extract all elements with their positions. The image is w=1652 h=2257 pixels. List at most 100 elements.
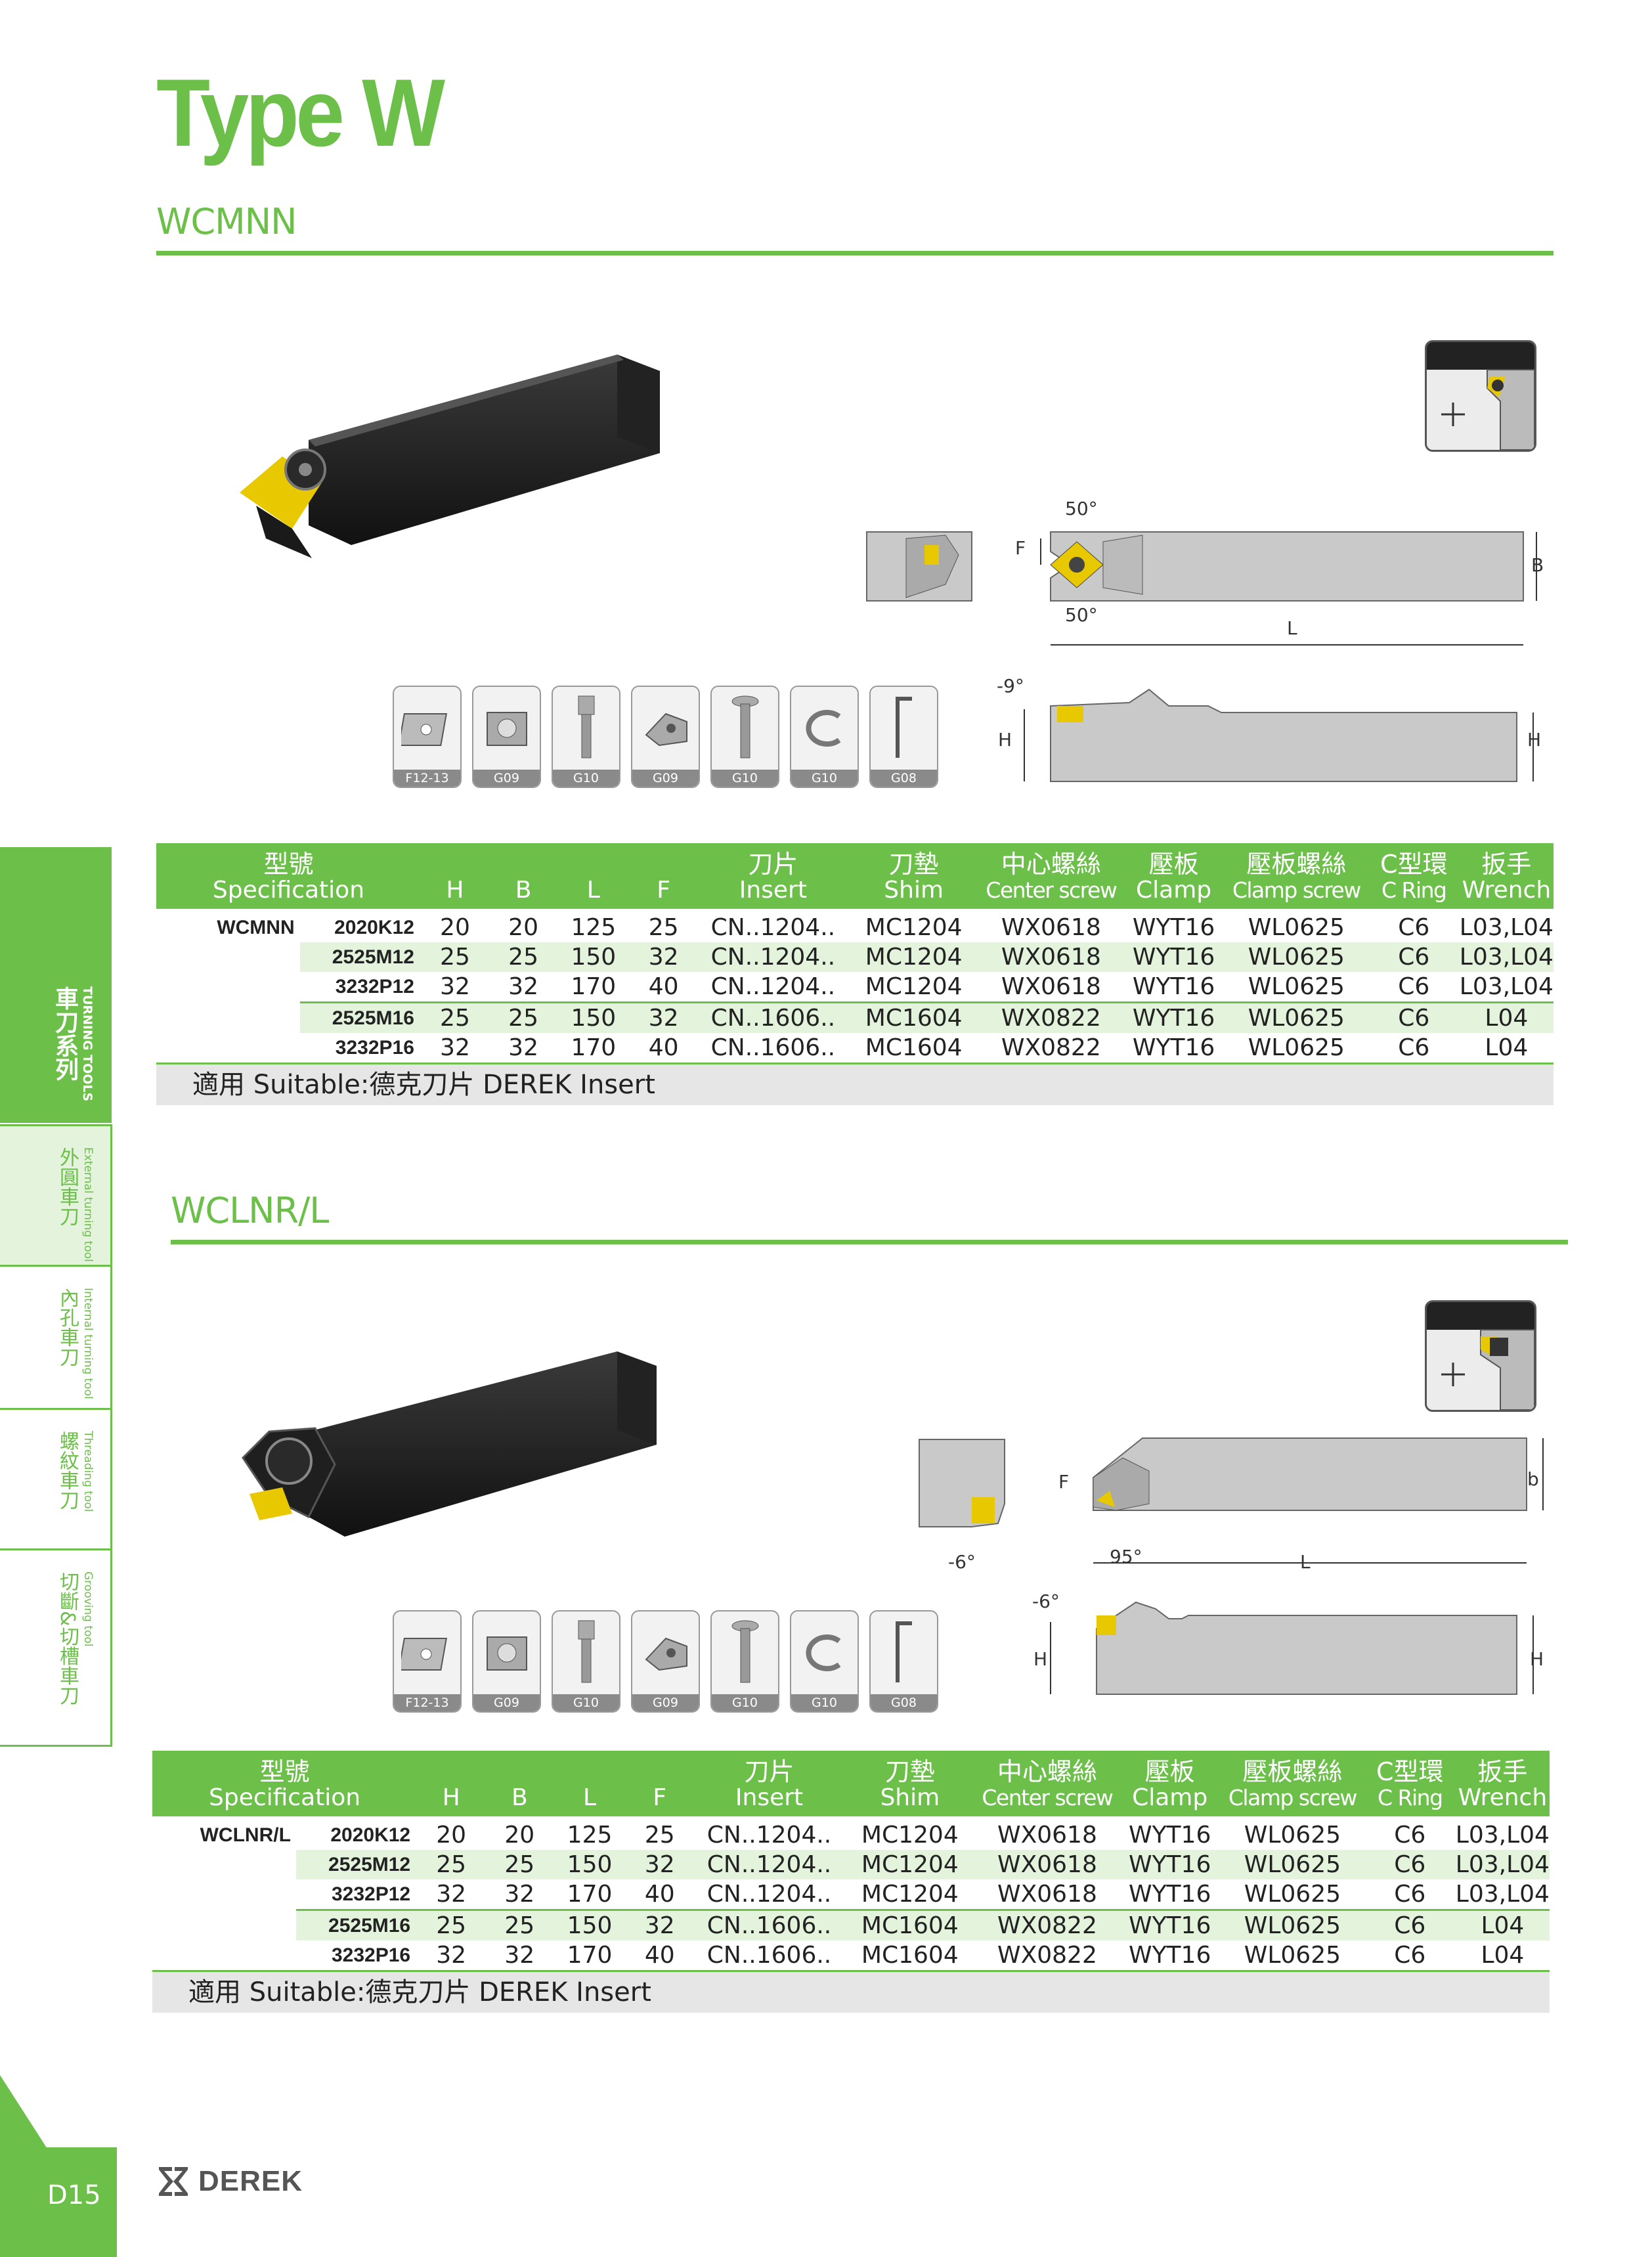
side-tab-external-turning[interactable]: 外圓車刀 External turning tool bbox=[0, 1124, 112, 1267]
footer-accent-block bbox=[0, 2147, 117, 2257]
shim-icon bbox=[486, 712, 527, 746]
part-code: G10 bbox=[712, 1694, 778, 1711]
part-clamp-screw: G10 bbox=[710, 1610, 779, 1713]
part-code: F12-13 bbox=[394, 770, 460, 787]
side-nav-main-zh: 車刀系列 bbox=[51, 986, 78, 1081]
page-title: Type W bbox=[156, 59, 445, 166]
part-center-screw: G10 bbox=[552, 686, 620, 788]
part-code: G08 bbox=[871, 1694, 937, 1711]
tool-orientation-icon bbox=[1427, 1302, 1534, 1410]
side-tab-label: 外圓車刀 bbox=[56, 1147, 79, 1226]
wrench-icon bbox=[895, 697, 912, 758]
side-tab-label: 內孔車刀 bbox=[56, 1288, 79, 1367]
part-code: G10 bbox=[712, 770, 778, 787]
drawing-top-wcmnn bbox=[866, 531, 1537, 646]
part-insert: F12-13 bbox=[393, 1610, 462, 1713]
shim-icon bbox=[486, 1636, 527, 1671]
section-title-wcmnn: WCMNN bbox=[156, 201, 297, 242]
dim-h-left: H bbox=[1033, 1648, 1048, 1670]
side-tab-sub-label: Grooving tool bbox=[81, 1571, 95, 1647]
col-b: B bbox=[489, 843, 558, 909]
part-c-ring: G10 bbox=[790, 1610, 859, 1713]
part-code: G09 bbox=[632, 1694, 699, 1711]
drawing-top-wclnr bbox=[919, 1437, 1544, 1564]
dim-angle-side: -6° bbox=[1032, 1590, 1060, 1612]
dim-l: L bbox=[1287, 617, 1297, 639]
insert-icon bbox=[401, 1638, 447, 1671]
side-tab-threading[interactable]: 螺紋車刀 Threading tool bbox=[0, 1408, 112, 1551]
side-nav-turning-tools[interactable]: 車刀系列 TURNING TOOLS bbox=[0, 847, 112, 1123]
dim-l: L bbox=[1300, 1551, 1311, 1573]
part-insert: F12-13 bbox=[393, 686, 462, 788]
side-nav-main-en: TURNING TOOLS bbox=[80, 986, 95, 1102]
tool-orientation-icon bbox=[1427, 342, 1534, 450]
orientation-icon-wcmnn bbox=[1425, 340, 1536, 452]
part-code: G10 bbox=[553, 1694, 619, 1711]
part-shim: G09 bbox=[472, 686, 541, 788]
dim-h-right: H bbox=[1527, 729, 1542, 751]
section-title-wclnr: WCLNR/L bbox=[171, 1190, 329, 1231]
part-shim: G09 bbox=[472, 1610, 541, 1713]
side-tab-grooving[interactable]: 切斷&切槽車刀 Grooving tool bbox=[0, 1548, 112, 1747]
page-number: D15 bbox=[47, 2180, 101, 2210]
dim-angle-main: 95° bbox=[1110, 1546, 1142, 1567]
dim-angle-a: -6° bbox=[948, 1551, 976, 1573]
side-tab-internal-turning[interactable]: 內孔車刀 Internal turning tool bbox=[0, 1265, 112, 1411]
drawing-side-wcmnn bbox=[1024, 688, 1534, 782]
clamp-screw-icon bbox=[731, 695, 758, 758]
side-tab-sub-label: Internal turning tool bbox=[81, 1288, 95, 1399]
part-code: G10 bbox=[553, 770, 619, 787]
dim-h-left: H bbox=[998, 729, 1012, 751]
side-tab-sub-label: External turning tool bbox=[81, 1147, 95, 1262]
suitable-note: 適用 Suitable:德克刀片 DEREK Insert bbox=[152, 1970, 1550, 2013]
part-code: G08 bbox=[871, 770, 937, 787]
part-code: G10 bbox=[791, 770, 858, 787]
dim-angle-top: 50° bbox=[1065, 498, 1098, 519]
dim-b: b bbox=[1527, 1468, 1539, 1490]
center-screw-icon bbox=[578, 695, 594, 758]
tool-photo-wclnr bbox=[242, 1351, 657, 1537]
section-rule bbox=[171, 1240, 1568, 1244]
c-ring-icon bbox=[805, 1634, 840, 1671]
col-h: H bbox=[420, 843, 490, 909]
col-l: L bbox=[554, 1751, 626, 1816]
brand-name: DEREK bbox=[198, 2165, 303, 2197]
col-f: F bbox=[625, 1751, 694, 1816]
side-tab-sub-label: Threading tool bbox=[81, 1431, 95, 1512]
part-center-screw: G10 bbox=[552, 1610, 620, 1713]
part-code: F12-13 bbox=[394, 1694, 460, 1711]
insert-icon bbox=[401, 713, 447, 746]
brand-logo: DEREK bbox=[156, 2164, 303, 2199]
suitable-note: 適用 Suitable:德克刀片 DEREK Insert bbox=[156, 1063, 1554, 1105]
col-h: H bbox=[417, 1751, 486, 1816]
orientation-icon-wclnr bbox=[1425, 1300, 1536, 1412]
col-f: F bbox=[629, 843, 698, 909]
col-b: B bbox=[485, 1751, 554, 1816]
part-code: G10 bbox=[791, 1694, 858, 1711]
parts-row-wcmnn: F12-13 G09 G10 G09 G10 G10 G08 bbox=[393, 686, 938, 788]
